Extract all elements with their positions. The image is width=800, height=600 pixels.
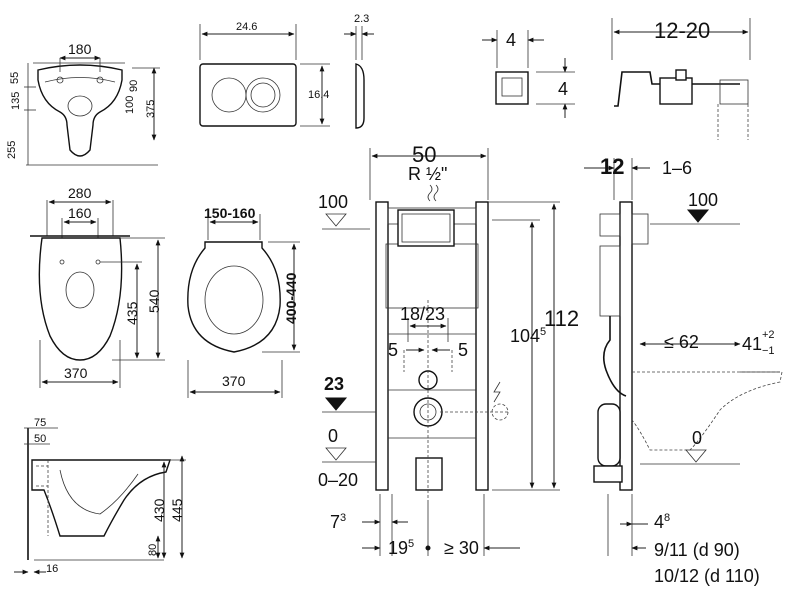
dim-50-frame: 50 xyxy=(412,142,436,167)
flush-plate-view: 24.6 16.4 2.3 xyxy=(199,13,374,129)
dim-370-bowl: 370 xyxy=(64,365,88,381)
seat-view: 150-160 400-440 370 xyxy=(187,205,300,398)
dim-bracket-w: 4 xyxy=(506,30,516,50)
dim-540: 540 xyxy=(146,289,162,313)
dim-112: 112 xyxy=(544,306,579,331)
tol-minus: −1 xyxy=(762,345,775,357)
dim-75: 75 xyxy=(34,417,46,429)
frame-front-view: 50 R ½" 100 18/23 5 5 112 xyxy=(318,142,579,558)
dim-left-5: 5 xyxy=(388,340,398,360)
dim-10-12: 10/12 (d 110) xyxy=(654,566,760,586)
dim-50: 50 xyxy=(34,433,46,445)
dim-400-440: 400-440 xyxy=(283,272,299,324)
tol-plus: +2 xyxy=(762,329,775,341)
dim-80: 80 xyxy=(147,544,159,556)
bowl-top-view: 280 160 435 540 370 xyxy=(30,185,165,388)
level-23: 23 xyxy=(324,374,344,394)
dim-41: 41 xyxy=(742,334,762,354)
bowl-side-view: 75 50 430 445 80 16 xyxy=(14,417,186,575)
dim-160: 160 xyxy=(68,205,92,221)
frame-side-view: 12 1–6 100 ≤ 62 41 +2 −1 0 48 9/11 (d 90… xyxy=(584,154,783,586)
bowl-front-view: 180 135 55 255 90 100 375 xyxy=(6,41,160,166)
dim-19-5: 195 xyxy=(388,538,414,558)
dim-445: 445 xyxy=(169,498,185,522)
level-100-front: 100 xyxy=(318,192,348,212)
level-0-side: 0 xyxy=(692,428,702,448)
dim-0-20: 0–20 xyxy=(318,470,358,490)
dim-7-3: 73 xyxy=(330,512,346,532)
dim-le-62: ≤ 62 xyxy=(664,332,699,352)
dim-12-20: 12-20 xyxy=(654,18,710,43)
dim-135: 135 xyxy=(10,92,22,110)
dim-90: 90 xyxy=(128,80,140,92)
dim-255: 255 xyxy=(6,141,18,159)
dim-280: 280 xyxy=(68,185,92,201)
dim-435: 435 xyxy=(124,301,140,325)
dim-bracket-h: 4 xyxy=(558,79,568,99)
bracket-view: 4 4 xyxy=(482,30,575,118)
dim-16: 16 xyxy=(46,563,58,575)
dim-100: 100 xyxy=(124,96,136,114)
dim-375: 375 xyxy=(145,100,157,118)
dim-55: 55 xyxy=(9,72,21,84)
level-0-front: 0 xyxy=(328,426,338,446)
dim-ge-30: ≥ 30 xyxy=(444,538,479,558)
dim-150-160: 150-160 xyxy=(204,205,256,221)
dim-180: 180 xyxy=(68,41,92,57)
dim-370-seat: 370 xyxy=(222,373,246,389)
level-100-side: 100 xyxy=(688,190,718,210)
dim-430: 430 xyxy=(151,498,167,522)
clip-view: 12-20 xyxy=(611,18,751,140)
dim-24.6: 24.6 xyxy=(236,21,257,33)
dim-16.4: 16.4 xyxy=(308,89,329,101)
pipe-label: R ½" xyxy=(408,164,447,184)
dim-12-side: 12 xyxy=(600,154,624,179)
dim-2.3: 2.3 xyxy=(354,13,369,25)
dim-104-5: 1045 xyxy=(510,326,546,346)
dim-4-8: 48 xyxy=(654,512,670,532)
dim-18-23: 18/23 xyxy=(400,304,445,324)
dim-1-6: 1–6 xyxy=(662,158,692,178)
dim-right-5: 5 xyxy=(458,340,468,360)
dim-9-11: 9/11 (d 90) xyxy=(654,540,740,560)
